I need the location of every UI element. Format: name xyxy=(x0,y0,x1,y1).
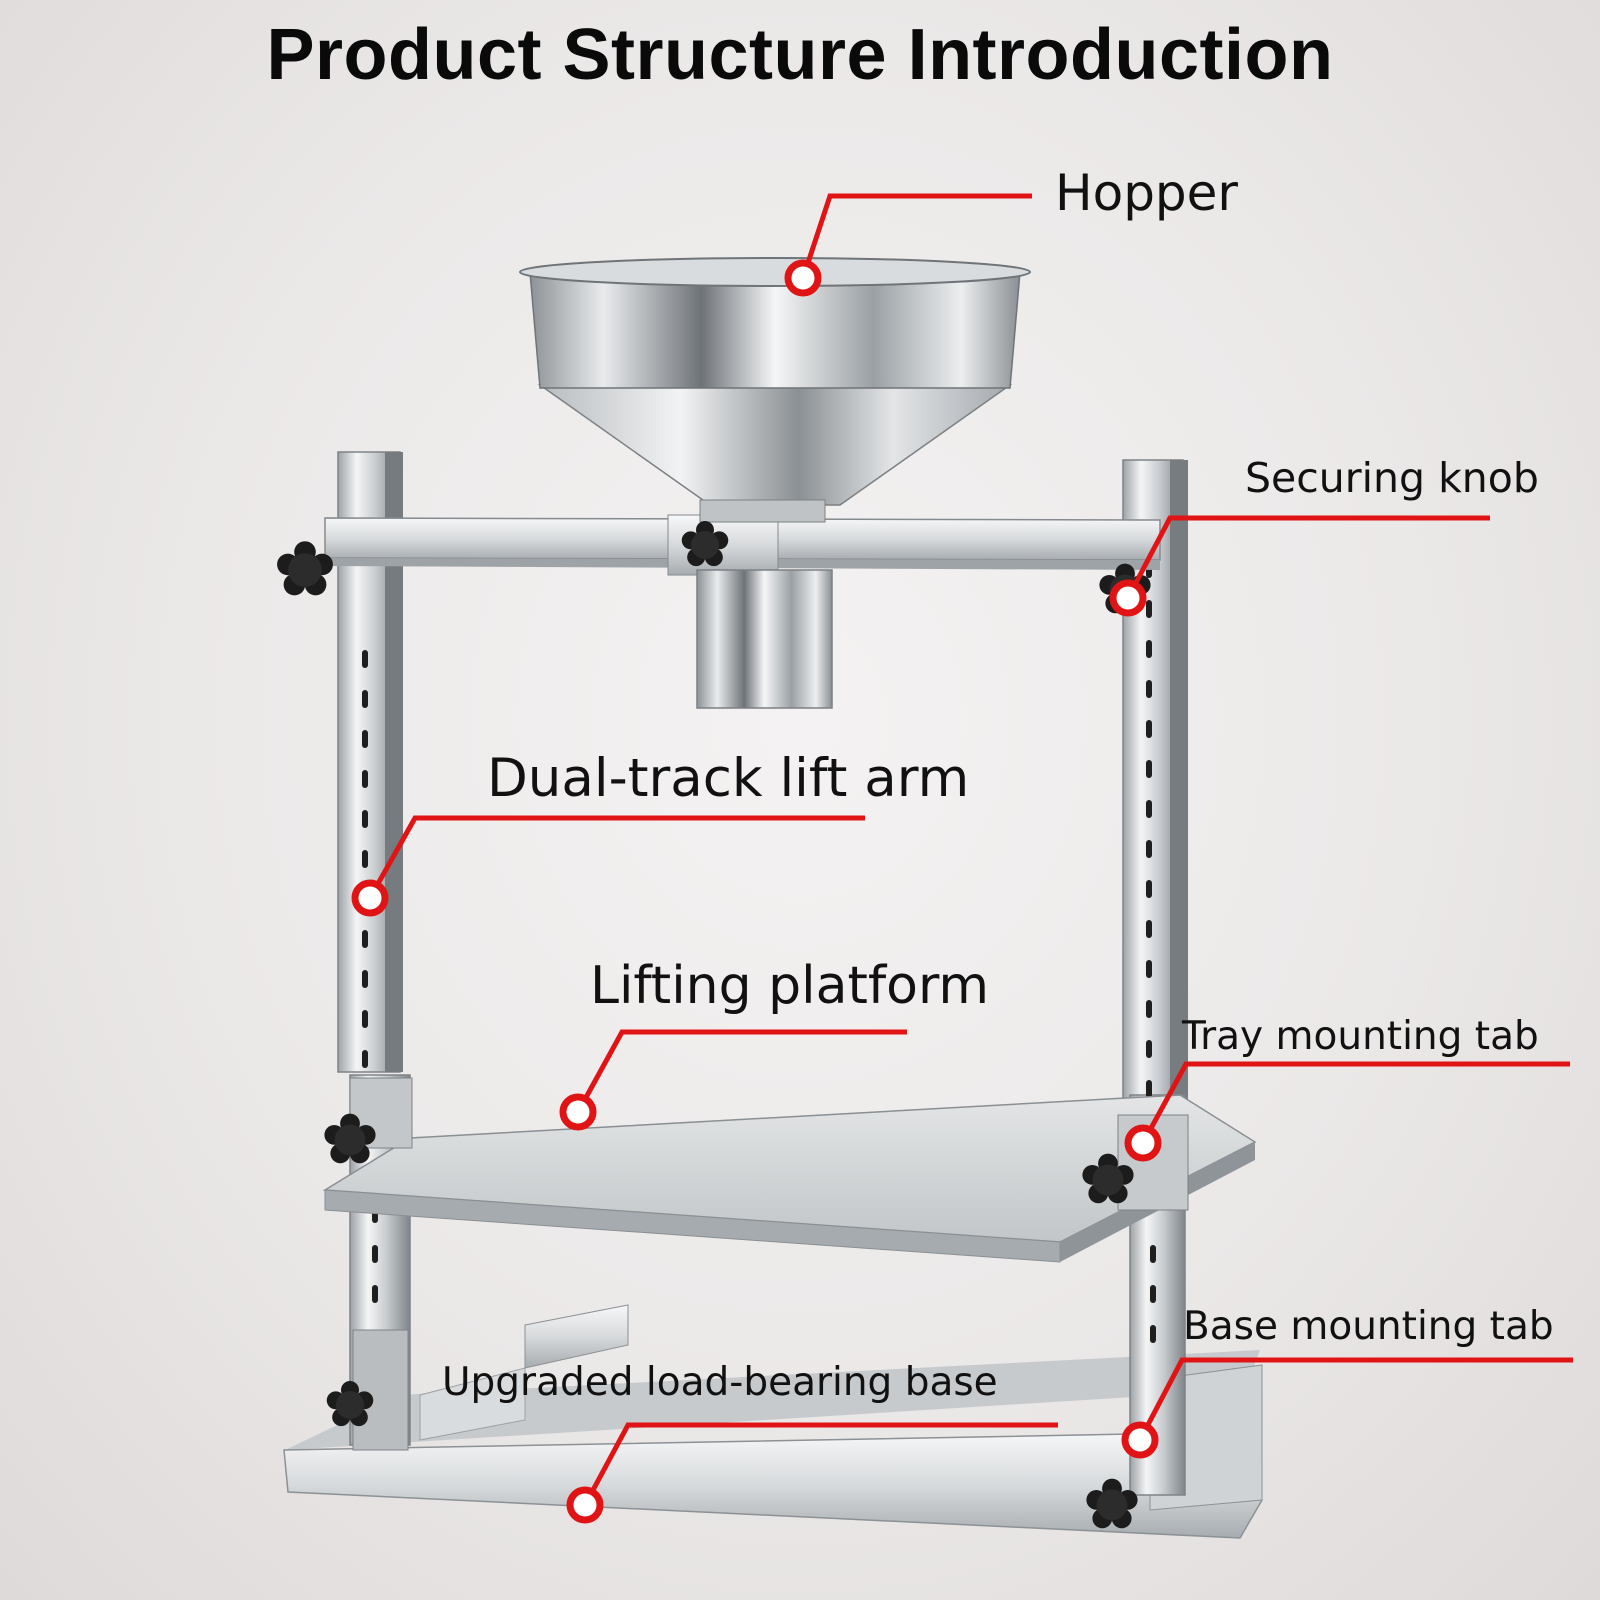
knob-hub xyxy=(1092,1164,1124,1196)
track-slot xyxy=(1146,840,1152,858)
callout-line-hopper xyxy=(800,193,1032,279)
callout-line-lifting-platform xyxy=(575,1029,907,1114)
base-rail-back xyxy=(285,1350,1260,1450)
label-base-tab: Base mounting tab xyxy=(1183,1304,1554,1349)
callout-line-tray-tab xyxy=(1140,1061,1570,1145)
track-slot xyxy=(362,1010,368,1028)
knob-hub xyxy=(334,1124,366,1156)
right-upright-side xyxy=(1170,460,1188,1100)
track-slot xyxy=(362,970,368,988)
securing-knobs xyxy=(277,521,1151,1529)
knob-icon xyxy=(277,541,333,596)
hopper-cone xyxy=(537,384,1013,506)
track-slot xyxy=(362,850,368,868)
page-title: Product Structure Introduction xyxy=(266,15,1334,95)
callout-line-base xyxy=(582,1422,1058,1507)
load-bearing-base xyxy=(283,1304,1263,1539)
callout-dot-tray-tab xyxy=(1124,1124,1162,1162)
track-slot xyxy=(1146,1080,1152,1098)
track-slot xyxy=(1146,1000,1152,1018)
knob-icon xyxy=(1082,1153,1134,1204)
knob-hub xyxy=(1096,1489,1128,1521)
base-rail-left-inner xyxy=(419,1367,526,1441)
track-slots xyxy=(362,520,1156,1343)
base-rail-left xyxy=(524,1304,629,1369)
hopper-rim xyxy=(519,257,1031,287)
track-slot xyxy=(362,1050,368,1068)
knob-hub xyxy=(336,1391,364,1419)
knob-icon xyxy=(324,1113,376,1164)
label-base: Upgraded load-bearing base xyxy=(442,1360,998,1405)
knob-hub xyxy=(691,531,719,559)
track-slot xyxy=(362,650,368,668)
callouts xyxy=(351,193,1573,1524)
base-rail-front xyxy=(283,1431,1263,1539)
label-hopper: Hopper xyxy=(1055,164,1238,222)
callout-line-lift-arm xyxy=(367,815,865,900)
callout-dot-lift-arm xyxy=(351,879,389,917)
label-lift-arm: Dual-track lift arm xyxy=(487,748,970,809)
callout-line-securing-knob xyxy=(1125,515,1490,600)
hopper-neck xyxy=(699,499,826,523)
callout-line-base-tab xyxy=(1137,1357,1573,1442)
hopper-spout xyxy=(696,569,833,709)
track-slot xyxy=(1146,920,1152,938)
hopper xyxy=(519,257,1031,709)
track-slot xyxy=(1146,880,1152,898)
left-upright-side xyxy=(385,452,403,1072)
track-slot xyxy=(362,810,368,828)
knob-icon xyxy=(1086,1478,1138,1529)
track-slot xyxy=(362,690,368,708)
track-slot xyxy=(1150,1325,1156,1343)
track-slot xyxy=(362,930,368,948)
track-slot xyxy=(1146,800,1152,818)
lifting-platform xyxy=(322,1077,1257,1263)
callout-dot-hopper xyxy=(784,259,822,297)
left-post-foot xyxy=(352,1329,409,1451)
callout-dot-securing-knob xyxy=(1109,579,1147,617)
hopper-bowl xyxy=(529,271,1021,389)
knob-hub xyxy=(288,553,322,587)
track-slot xyxy=(1146,680,1152,698)
knob-icon xyxy=(326,1381,374,1427)
track-slot xyxy=(1146,600,1152,618)
track-slot xyxy=(1146,960,1152,978)
track-slot xyxy=(1150,1245,1156,1263)
track-slot xyxy=(1146,1040,1152,1058)
track-slot xyxy=(1146,640,1152,658)
label-tray-tab: Tray mounting tab xyxy=(1182,1014,1539,1059)
track-slot xyxy=(372,1245,378,1263)
track-slot xyxy=(372,1285,378,1303)
track-slot xyxy=(1150,1285,1156,1303)
callout-dot-base xyxy=(566,1486,604,1524)
track-slot xyxy=(1146,760,1152,778)
track-slot xyxy=(362,770,368,788)
top-cross-arm xyxy=(324,514,1161,576)
label-lifting-platform: Lifting platform xyxy=(590,956,990,1016)
callout-dot-base-tab xyxy=(1121,1421,1159,1459)
label-securing-knob: Securing knob xyxy=(1245,454,1539,502)
track-slot xyxy=(1146,720,1152,738)
callout-dot-lifting-platform xyxy=(559,1093,597,1131)
knob-icon xyxy=(681,521,729,567)
track-slot xyxy=(362,730,368,748)
